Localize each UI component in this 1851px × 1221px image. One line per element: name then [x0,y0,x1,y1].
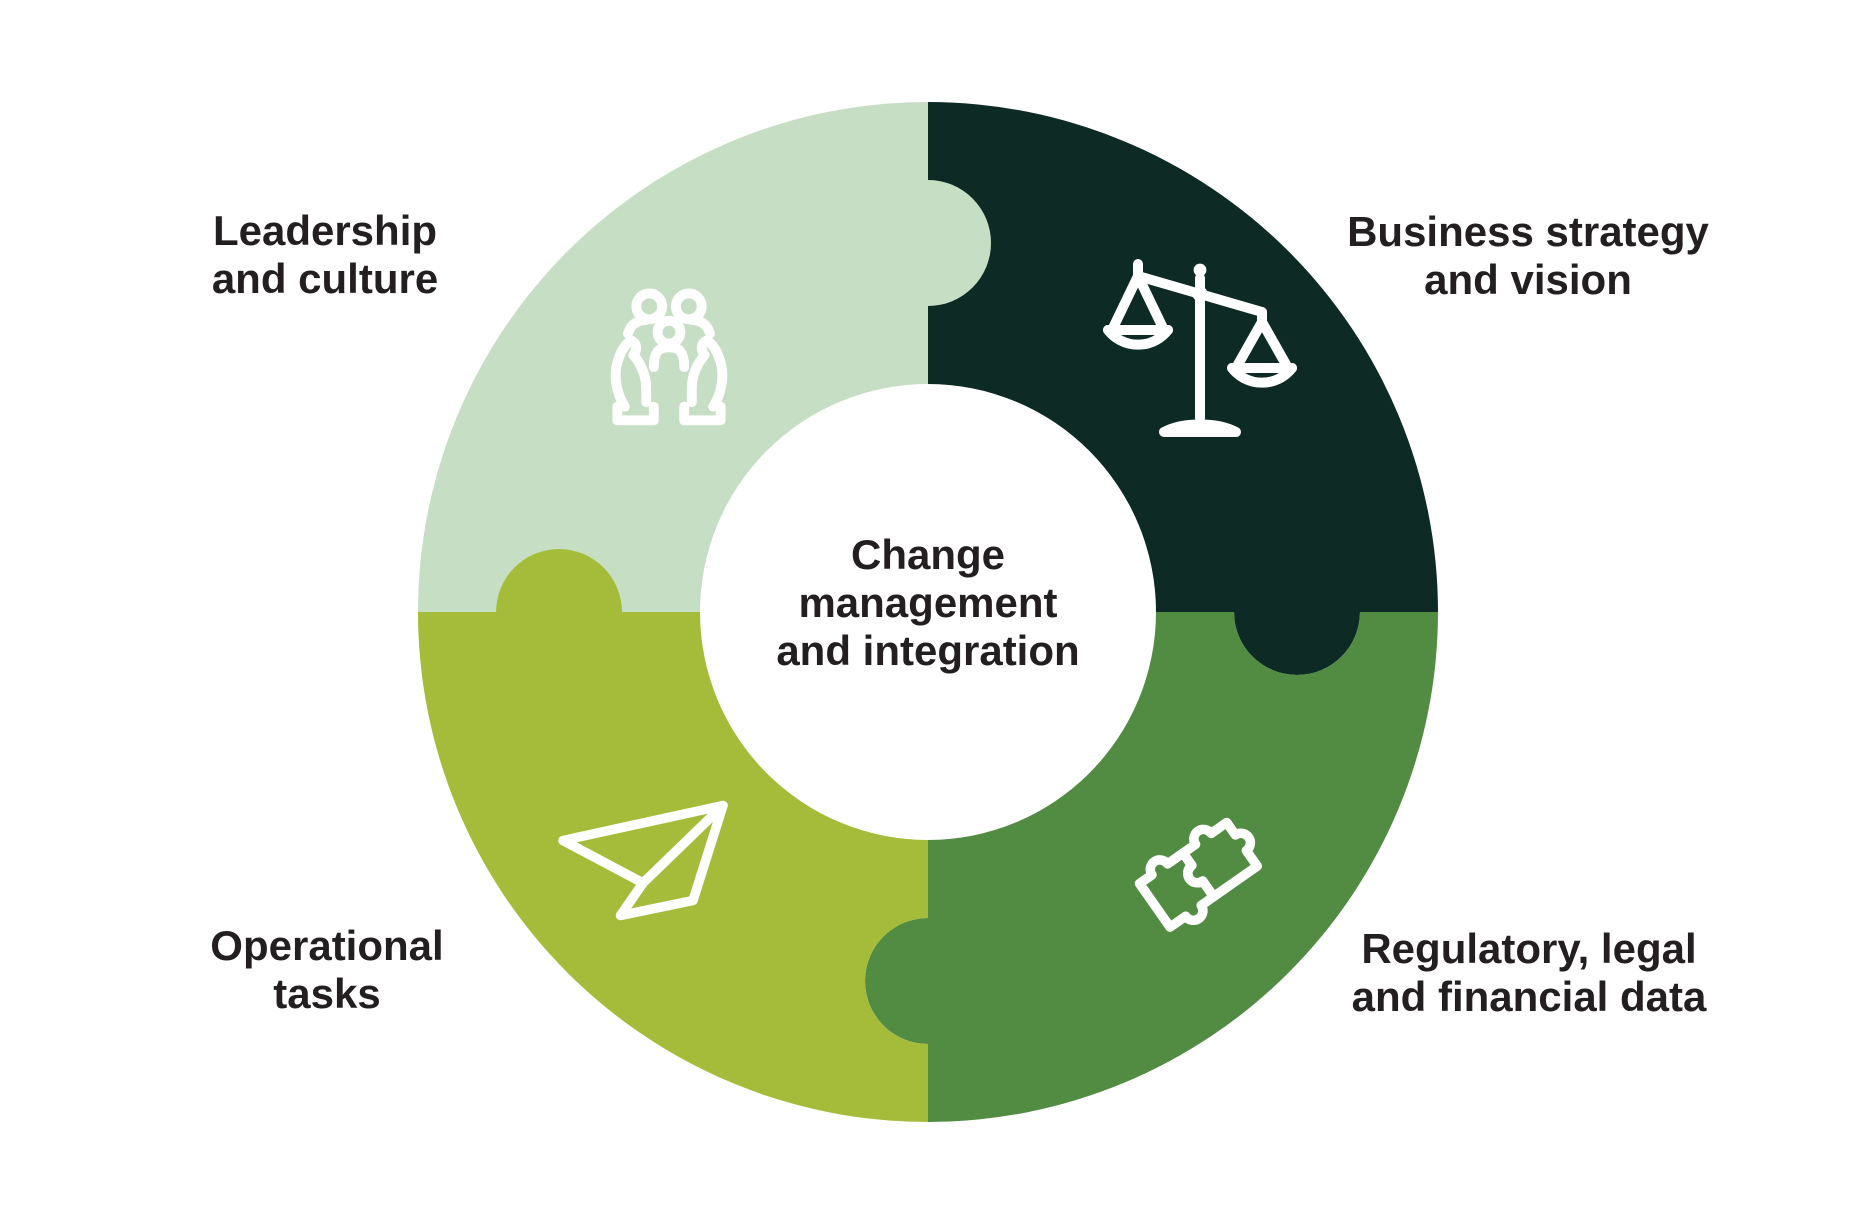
label-operational-tasks: Operational tasks [210,922,443,1018]
center-title-line: management [798,579,1058,626]
label-line: and culture [211,255,439,302]
puzzle-pieces-icon [1134,817,1262,932]
center-title-line: and integration [776,627,1080,674]
scales-icon [1103,259,1297,437]
segment-business-strategy-and-vision [928,102,1438,675]
family-in-hands-icon [610,288,728,426]
label-line: Regulatory, legal [1361,925,1697,972]
label-line: Leadership [212,207,438,254]
label-business-strategy-and-vision: Business strategy and vision [1347,208,1709,304]
label-regulatory-legal-and-financial-data: Regulatory, legal and financial data [1352,925,1707,1021]
center-title-line: Change [850,531,1005,578]
label-line: Operational [210,922,444,969]
center-title: Change management and integration [776,531,1079,675]
label-line: and financial data [1351,973,1707,1020]
segment-operational-tasks [418,549,928,1122]
paper-plane-icon [558,800,728,921]
label-leadership-and-culture: Leadership and culture [212,207,438,303]
label-line: and vision [1424,256,1632,303]
label-line: Business strategy [1347,208,1709,255]
label-line: tasks [273,970,381,1017]
